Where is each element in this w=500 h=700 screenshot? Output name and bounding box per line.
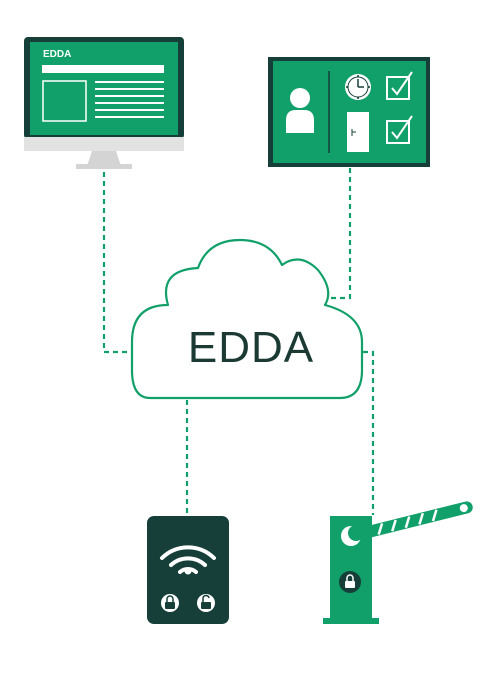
- lock-icon: [339, 571, 361, 593]
- barrier-gate-icon: [323, 501, 473, 624]
- cloud-label: EDDA: [188, 323, 314, 372]
- time-attendance-panel: [268, 57, 430, 167]
- connector-panel-cloud: [326, 168, 352, 300]
- clock-icon: [345, 74, 371, 100]
- monitor-text-lines: [95, 81, 164, 118]
- connectors: [102, 168, 375, 515]
- door-icon: [347, 112, 369, 152]
- unlock-icon: [197, 594, 215, 612]
- person-icon: [286, 88, 314, 133]
- connector-cloud-barrier: [363, 350, 375, 515]
- checkbox-icon: [386, 71, 413, 100]
- desktop-monitor-icon: EDDA: [24, 37, 184, 169]
- cloud-shape: EDDA: [130, 238, 364, 400]
- checkbox-icon: [386, 115, 413, 144]
- connector-monitor-cloud: [102, 172, 137, 354]
- monitor-title: EDDA: [43, 49, 71, 60]
- wireless-reader-device: [147, 516, 229, 624]
- crescent-mark: [341, 525, 364, 546]
- wifi-dot: [184, 567, 192, 575]
- lock-icon: [161, 594, 179, 612]
- barrier-arm: [357, 501, 473, 540]
